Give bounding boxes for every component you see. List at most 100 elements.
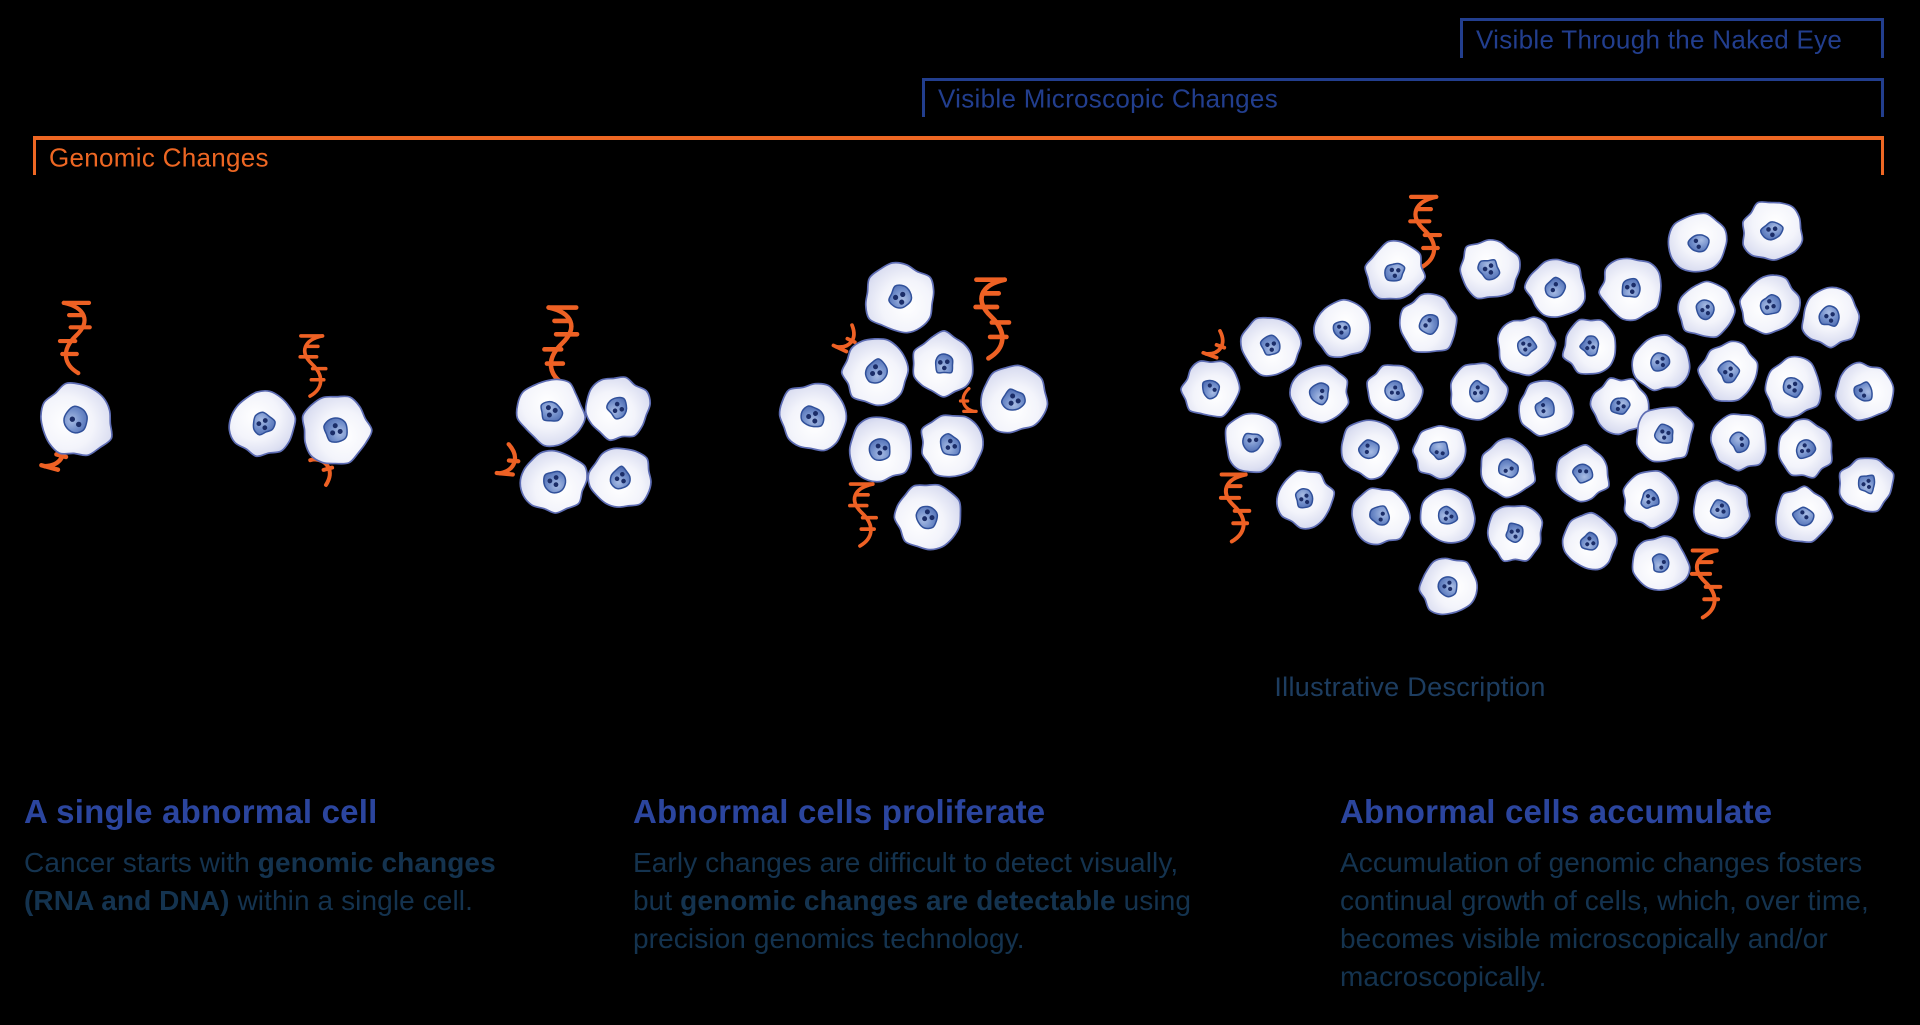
cell-icon xyxy=(778,382,848,452)
cell-icon xyxy=(301,395,373,465)
cell-icon xyxy=(1313,298,1371,359)
column-body-line: Early changes are difficult to detect vi… xyxy=(633,844,1278,882)
cell-nucleus xyxy=(1308,382,1330,406)
cell-icon xyxy=(515,378,587,448)
cell-icon xyxy=(1180,360,1241,418)
cell-nucleus xyxy=(1517,335,1538,357)
bracket-visible-through-the-naked-eye: Visible Through the Naked Eye xyxy=(1460,18,1884,58)
column-heading: A single abnormal cell xyxy=(24,793,378,830)
cell-icon xyxy=(1561,318,1617,375)
cell-icon xyxy=(519,449,588,514)
cell-icon xyxy=(1777,418,1833,479)
bracket-genomic-changes: Genomic Changes xyxy=(33,136,1884,175)
cell-nucleus xyxy=(888,284,913,309)
cell-icon xyxy=(1834,361,1895,422)
cell-nucleus xyxy=(1369,505,1391,526)
column-heading: Abnormal cells proliferate xyxy=(633,793,1046,830)
illustration-caption: Illustrative Description xyxy=(1274,672,1546,702)
cell-nucleus xyxy=(1477,258,1501,281)
cell-icon xyxy=(1486,505,1544,563)
column-body-line: (RNA and DNA) within a single cell. xyxy=(24,882,609,920)
cell-nucleus xyxy=(1201,379,1221,400)
cell-icon xyxy=(1635,406,1695,463)
cell-nucleus xyxy=(323,417,348,443)
cell-icon xyxy=(1631,535,1691,592)
cell-nucleus xyxy=(252,411,276,436)
cell-nucleus xyxy=(1650,352,1671,372)
cell-nucleus xyxy=(1818,305,1840,327)
text-segment: genomic changes xyxy=(257,847,496,878)
cell-nucleus xyxy=(1709,499,1731,519)
cell-nucleus xyxy=(63,405,88,434)
cell-nucleus xyxy=(1384,262,1406,282)
dna-helix-icon xyxy=(1221,475,1249,542)
cell-icon xyxy=(587,447,652,508)
cell-icon xyxy=(1275,469,1336,530)
cell-nucleus xyxy=(1384,380,1406,402)
cell-nucleus xyxy=(1534,397,1555,419)
text-segment: Cancer starts with xyxy=(24,847,258,878)
cell-icon xyxy=(1667,212,1728,273)
cell-nucleus xyxy=(1242,432,1264,453)
cell-icon xyxy=(1775,485,1834,544)
dna-helix-icon xyxy=(1692,551,1720,618)
cells-illustration xyxy=(0,0,1895,760)
text-segment: macroscopically. xyxy=(1340,961,1547,992)
cell-icon xyxy=(893,483,962,551)
cell-nucleus xyxy=(1000,388,1026,411)
dna-helix-icon xyxy=(850,484,876,546)
cell-nucleus xyxy=(1853,381,1873,402)
cell-icon xyxy=(1622,469,1680,530)
cell-icon xyxy=(1419,488,1476,544)
cell-nucleus xyxy=(1497,458,1519,479)
cell-nucleus xyxy=(1621,277,1641,298)
dna-helix-icon xyxy=(544,308,577,385)
cell-icon xyxy=(1518,379,1575,437)
cell-icon xyxy=(1364,239,1426,300)
dna-helix-icon xyxy=(976,280,1009,359)
cell-icon xyxy=(1561,511,1618,571)
cell-icon xyxy=(1398,292,1458,354)
cell-icon xyxy=(1480,437,1537,499)
cell-icon xyxy=(1366,364,1424,421)
cell-icon xyxy=(1598,257,1662,322)
cell-nucleus xyxy=(1729,431,1750,454)
cell-nucleus xyxy=(1437,576,1458,598)
cell-icon xyxy=(584,376,652,442)
text-segment: precision genomics technology. xyxy=(633,923,1025,954)
cell-icon xyxy=(1697,340,1759,403)
cell-icon xyxy=(1741,201,1804,261)
cell-icon xyxy=(1224,412,1282,474)
cell-icon xyxy=(912,330,974,398)
cell-icon xyxy=(1677,280,1736,339)
cell-nucleus xyxy=(1469,379,1490,403)
cell-nucleus xyxy=(1437,505,1459,525)
cell-icon xyxy=(864,261,935,334)
cell-icon xyxy=(840,337,910,407)
cell-nucleus xyxy=(1579,531,1599,551)
text-segment: becomes visible microscopically and/or xyxy=(1340,923,1828,954)
cell-icon xyxy=(1340,419,1400,481)
cell-icon xyxy=(40,381,113,457)
cell-icon xyxy=(848,416,913,483)
cell-icon xyxy=(1351,487,1411,546)
cell-icon xyxy=(1459,238,1521,300)
bracket-label: Visible Through the Naked Eye xyxy=(1476,24,1843,54)
cell-nucleus xyxy=(1610,397,1631,415)
cell-nucleus xyxy=(1651,553,1670,573)
cell-icon xyxy=(1589,377,1650,436)
dna-fragment-icon xyxy=(1201,326,1232,361)
cell-nucleus xyxy=(1717,360,1741,384)
cell-nucleus xyxy=(609,465,631,490)
figure-root xyxy=(26,189,1895,628)
cell-nucleus xyxy=(1653,423,1674,444)
cell-icon xyxy=(1239,316,1302,377)
column-body-line: macroscopically. xyxy=(1340,958,1920,996)
cell-nucleus xyxy=(939,433,961,456)
cell-nucleus xyxy=(1795,439,1817,460)
text-segment: Accumulation of genomic changes fosters xyxy=(1340,847,1863,878)
cell-icon xyxy=(1710,413,1767,472)
